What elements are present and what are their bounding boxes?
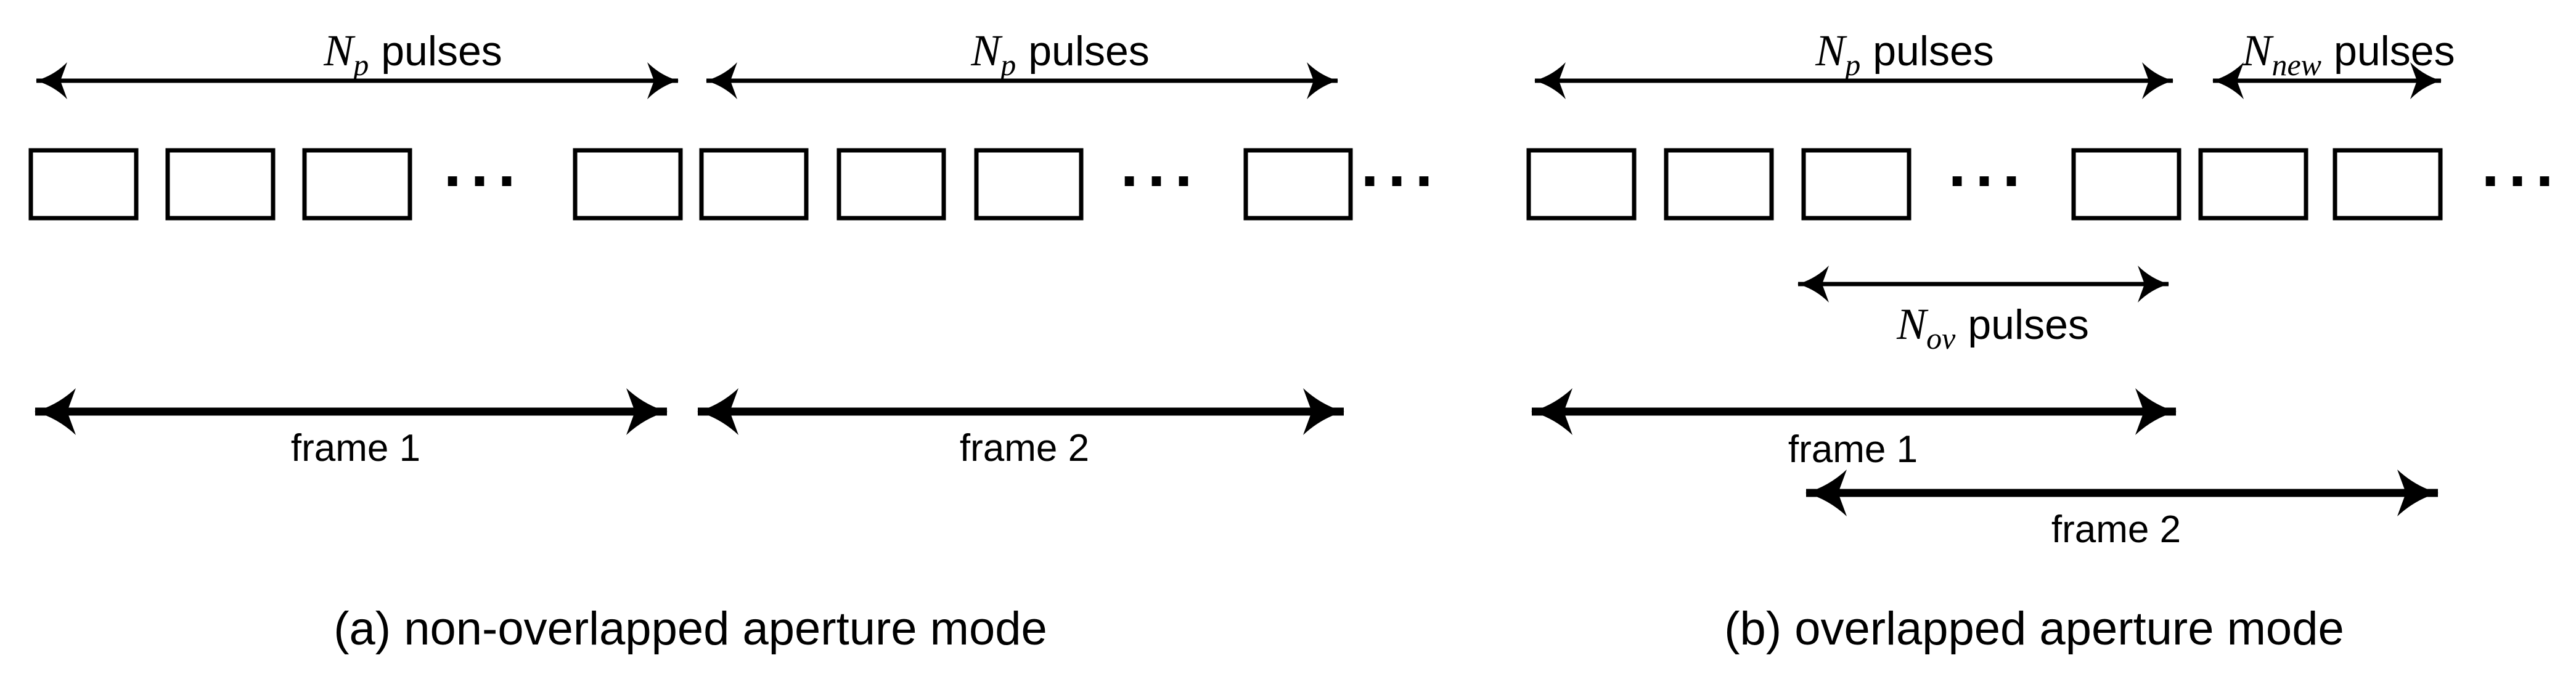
- pulse-box: [165, 148, 276, 221]
- frame-1-label: frame 1: [1788, 428, 1918, 471]
- nov-variable: N: [1896, 299, 1929, 349]
- pulse-box: [573, 148, 683, 221]
- pulse-box: [1526, 148, 1637, 221]
- np-subscript: p: [351, 47, 369, 82]
- pulse-box: [2198, 148, 2308, 221]
- ellipsis-dots: ···: [1360, 151, 1441, 211]
- panel-b-caption: (b) overlapped aperture mode: [1724, 603, 2344, 655]
- np-variable: N: [1815, 26, 1847, 75]
- ellipsis-dots: ···: [1947, 151, 2029, 211]
- pulse-box: [699, 148, 809, 221]
- frame-2-label: frame 2: [960, 427, 1089, 470]
- np-subscript: p: [1843, 47, 1860, 82]
- np-variable: N: [323, 26, 356, 75]
- np-subscript: p: [999, 47, 1016, 82]
- pulse-box: [302, 148, 412, 221]
- pulse-box: [2071, 148, 2181, 221]
- pulses-word: pulses: [2334, 28, 2455, 75]
- panel-a-caption: (a) non-overlapped aperture mode: [333, 603, 1047, 655]
- nnew-variable: N: [2241, 26, 2274, 75]
- nov-subscript: ov: [1926, 321, 1956, 356]
- pulse-box: [974, 148, 1084, 221]
- np-variable: N: [970, 26, 1003, 75]
- pulse-box: [2333, 148, 2443, 221]
- pulses-word: pulses: [381, 28, 502, 75]
- frame-1-label: frame 1: [291, 427, 420, 470]
- pulse-box: [836, 148, 946, 221]
- pulse-box: [28, 148, 139, 221]
- ellipsis-dots: ···: [443, 151, 524, 211]
- ellipsis-dots: ···: [2480, 151, 2562, 211]
- frame-2-label: frame 2: [2051, 508, 2181, 551]
- nnew-pulses-label: Nnew pulses: [2241, 26, 2455, 82]
- pulse-box: [1664, 148, 1774, 221]
- pulse-box: [1243, 148, 1353, 221]
- pulses-word: pulses: [1873, 28, 1994, 75]
- pulses-word: pulses: [1968, 301, 2089, 348]
- nov-pulses-label: Nov pulses: [1896, 299, 2089, 356]
- pulse-box: [1801, 148, 1912, 221]
- nnew-subscript: new: [2271, 47, 2321, 82]
- pulses-word: pulses: [1028, 28, 1150, 75]
- ellipsis-dots: ···: [1119, 151, 1201, 211]
